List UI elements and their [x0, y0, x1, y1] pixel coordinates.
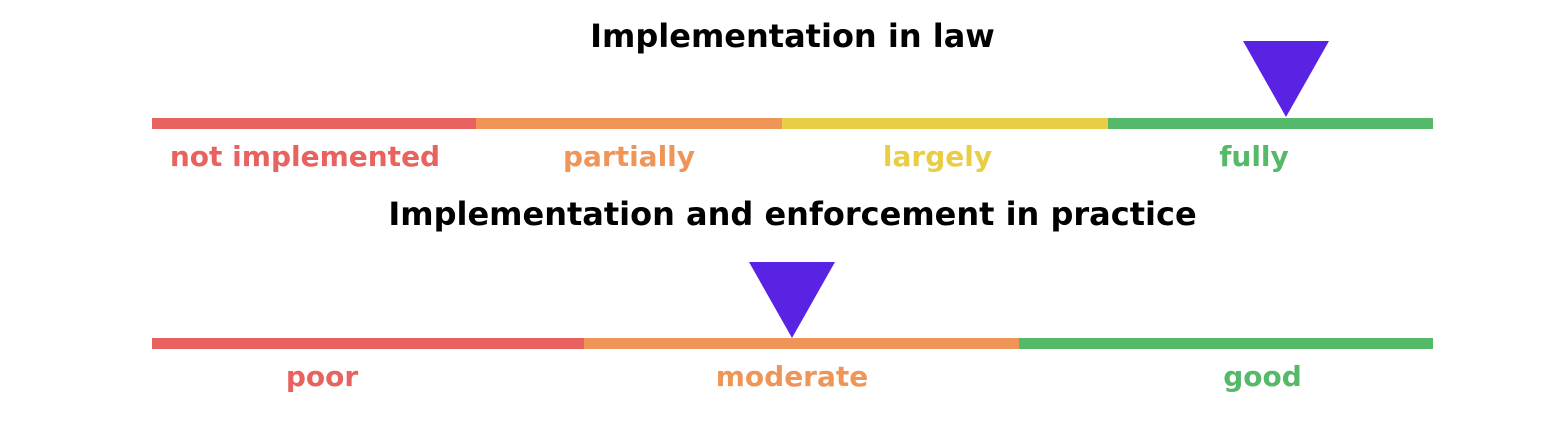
segment-not-implemented — [152, 118, 476, 129]
scale-title-practice: Implementation and enforcement in practi… — [388, 195, 1197, 233]
segment-good — [1019, 338, 1433, 349]
segment-largely — [782, 118, 1108, 129]
marker-triangle-icon — [1243, 41, 1329, 117]
label-largely: largely — [882, 140, 993, 173]
scale-bar-law — [152, 118, 1433, 129]
segment-moderate — [584, 338, 1019, 349]
scale-labels-practice: poor moderate good — [152, 360, 1433, 394]
scale-labels-law: not implemented partially largely fully — [152, 140, 1433, 174]
segment-fully — [1108, 118, 1433, 129]
scale-title-law: Implementation in law — [590, 17, 995, 55]
label-moderate: moderate — [715, 360, 869, 393]
label-not-implemented: not implemented — [169, 140, 441, 173]
segment-partially — [476, 118, 782, 129]
label-poor: poor — [285, 360, 359, 393]
label-fully: fully — [1219, 140, 1289, 173]
label-good: good — [1223, 360, 1302, 393]
scale-bar-practice — [152, 338, 1433, 349]
label-partially: partially — [562, 140, 696, 173]
marker-triangle-icon — [749, 262, 835, 338]
segment-poor — [152, 338, 584, 349]
